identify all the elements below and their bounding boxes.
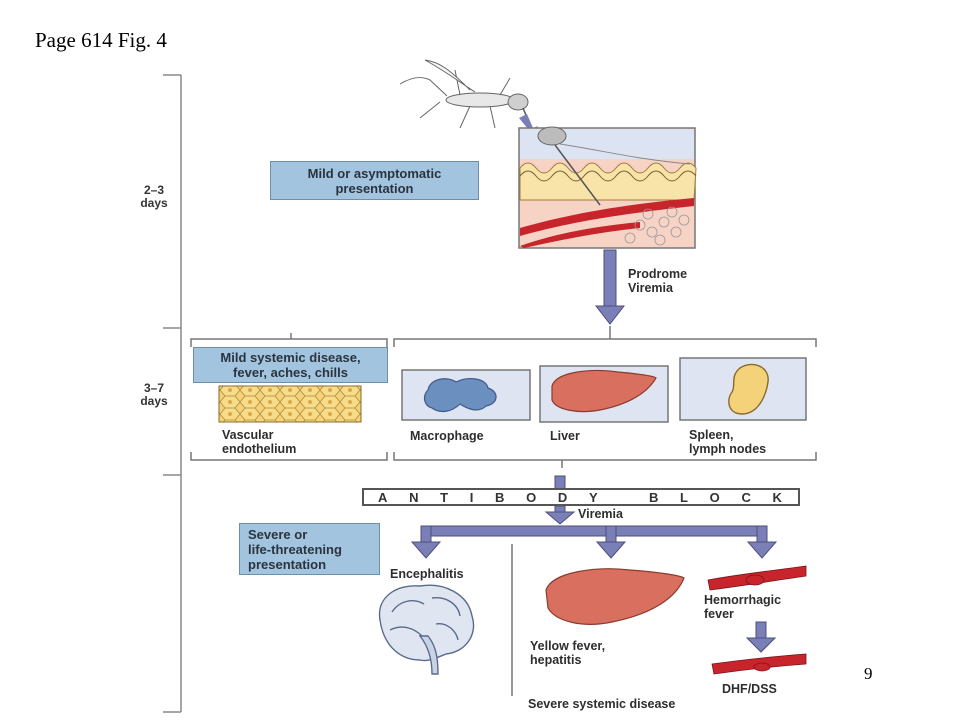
hemorrhagic-line1: Hemorrhagic — [704, 593, 782, 607]
antibody-letter: A — [378, 489, 390, 505]
stage2-brackets — [190, 326, 817, 468]
yellow-fever-liver-icon — [545, 568, 685, 625]
prodrome-line1: Prodrome — [628, 267, 688, 281]
spleen-label: Spleen, lymph nodes — [689, 428, 766, 456]
prodrome-line2: Viremia — [628, 281, 673, 295]
antibody-letter: B — [495, 489, 507, 505]
skin-section-image — [518, 126, 697, 249]
antibody-letter: D — [557, 489, 570, 505]
antibody-letter: O — [709, 489, 722, 505]
antibody-letter: T — [440, 489, 451, 505]
vascular-label: Vascular endothelium — [222, 428, 296, 456]
mosquito-icon — [399, 59, 531, 129]
spleen-line1: Spleen, — [689, 428, 734, 442]
prodrome-arrow — [594, 249, 626, 325]
brain-icon — [378, 584, 475, 675]
severe-box-line1: Severe or — [248, 526, 308, 542]
page-number: 9 — [864, 664, 873, 683]
spleen-icon — [728, 363, 769, 415]
mild-presentation-box: Mild or asymptomatic presentation — [270, 161, 479, 200]
yellow-fever-line2: hepatitis — [530, 653, 582, 667]
vascular-line2: endothelium — [222, 442, 297, 456]
severe-systemic-label: Severe systemic disease — [528, 697, 676, 711]
systemic-box-line2: fever, aches, chills — [233, 365, 348, 380]
hemorrhagic-label: Hemorrhagic fever — [704, 593, 781, 621]
stage2-days-line1: 3–7 — [143, 381, 165, 395]
stage1-days-line2: days — [140, 196, 168, 210]
hemorrhagic-vessel-icon — [707, 565, 807, 591]
slide-title: Page 614 Fig. 4 — [35, 28, 167, 52]
branch-arrows — [410, 525, 778, 653]
timeline-bracket — [163, 74, 182, 713]
antibody-block: A N T I B O D Y B L O C K — [362, 488, 800, 506]
mild-box-line2: presentation — [335, 180, 414, 196]
severe-presentation-box: Severe or life-threatening presentation — [239, 523, 380, 575]
stage1-days-line1: 2–3 — [143, 183, 165, 197]
stage1-days-label: 2–3 days — [129, 184, 179, 210]
antibody-letter: Y — [588, 489, 600, 505]
antibody-letter: N — [409, 489, 421, 505]
macrophage-icon — [423, 378, 497, 413]
antibody-letter: C — [741, 489, 753, 505]
vascular-endothelium-image — [218, 385, 362, 423]
stage2-days-line2: days — [140, 394, 168, 408]
antibody-letter: B — [648, 489, 661, 505]
vascular-line1: Vascular — [222, 428, 274, 442]
antibody-letter: I — [469, 489, 476, 505]
mild-box-line1: Mild or asymptomatic — [307, 165, 442, 181]
severe-box-line2: life-threatening — [248, 541, 342, 557]
macrophage-label: Macrophage — [410, 429, 484, 443]
systemic-disease-box: Mild systemic disease, fever, aches, chi… — [193, 347, 388, 383]
yellow-fever-line1: Yellow fever, — [530, 639, 606, 653]
liver-icon — [551, 369, 657, 413]
spleen-line2: lymph nodes — [689, 442, 767, 456]
prodrome-label: Prodrome Viremia — [628, 267, 687, 295]
encephalitis-label: Encephalitis — [390, 567, 464, 581]
antibody-letter: O — [526, 489, 539, 505]
hemorrhagic-line2: fever — [704, 607, 734, 621]
antibody-letter: L — [680, 489, 690, 505]
viremia-label: Viremia — [578, 507, 623, 521]
dhf-vessel-icon — [711, 653, 807, 675]
stage2-days-label: 3–7 days — [129, 382, 179, 408]
dhf-label: DHF/DSS — [722, 682, 777, 696]
severe-box-line3: presentation — [248, 556, 327, 572]
yellow-fever-label: Yellow fever, hepatitis — [530, 639, 605, 667]
liver-label: Liver — [550, 429, 580, 443]
antibody-letter: K — [772, 489, 784, 505]
systemic-box-line1: Mild systemic disease, — [220, 350, 361, 365]
viremia-arrow — [544, 505, 576, 525]
